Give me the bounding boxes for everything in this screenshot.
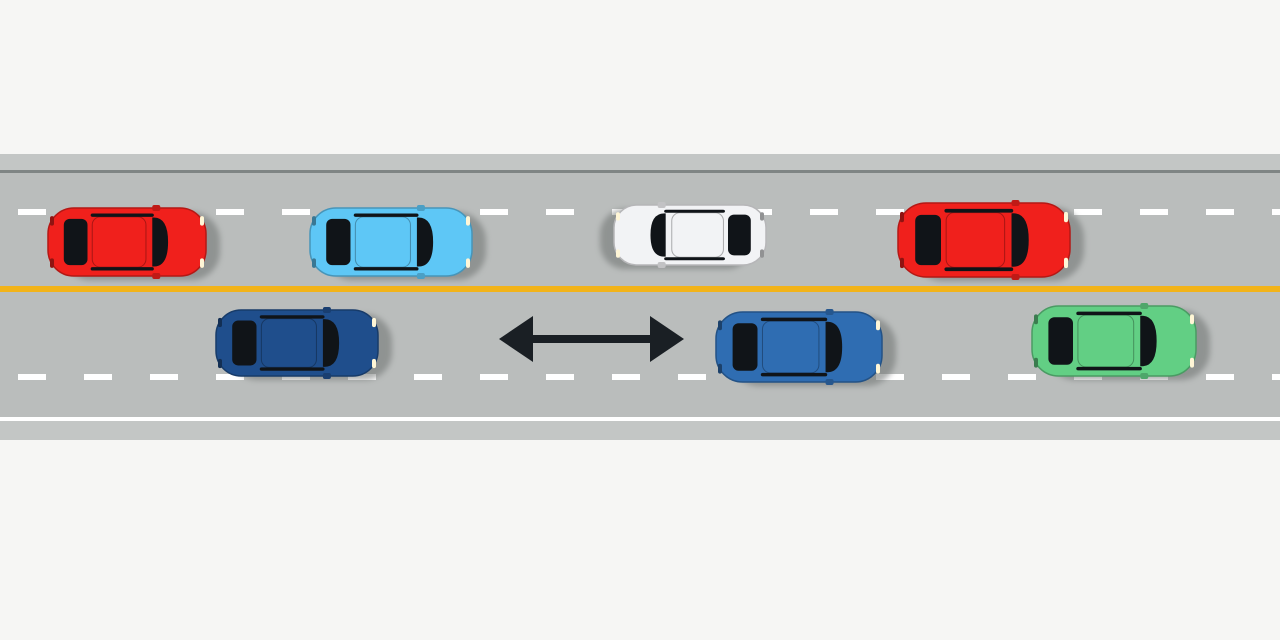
road-bottom-edge [0, 417, 1280, 421]
car-blue [715, 309, 896, 386]
car-red-2 [897, 200, 1084, 281]
cars [47, 200, 1210, 386]
road-top-shoulder [0, 154, 1280, 172]
car-white [600, 202, 767, 269]
center-line [0, 286, 1280, 292]
car-green [1031, 303, 1210, 380]
car-red-1 [47, 205, 220, 280]
road-top-edge [0, 170, 1280, 173]
car-navy [215, 307, 392, 380]
road [0, 154, 1280, 440]
car-lightblue [309, 205, 486, 280]
double-headed-arrow-icon [499, 316, 684, 362]
road-bottom-shoulder [0, 421, 1280, 440]
